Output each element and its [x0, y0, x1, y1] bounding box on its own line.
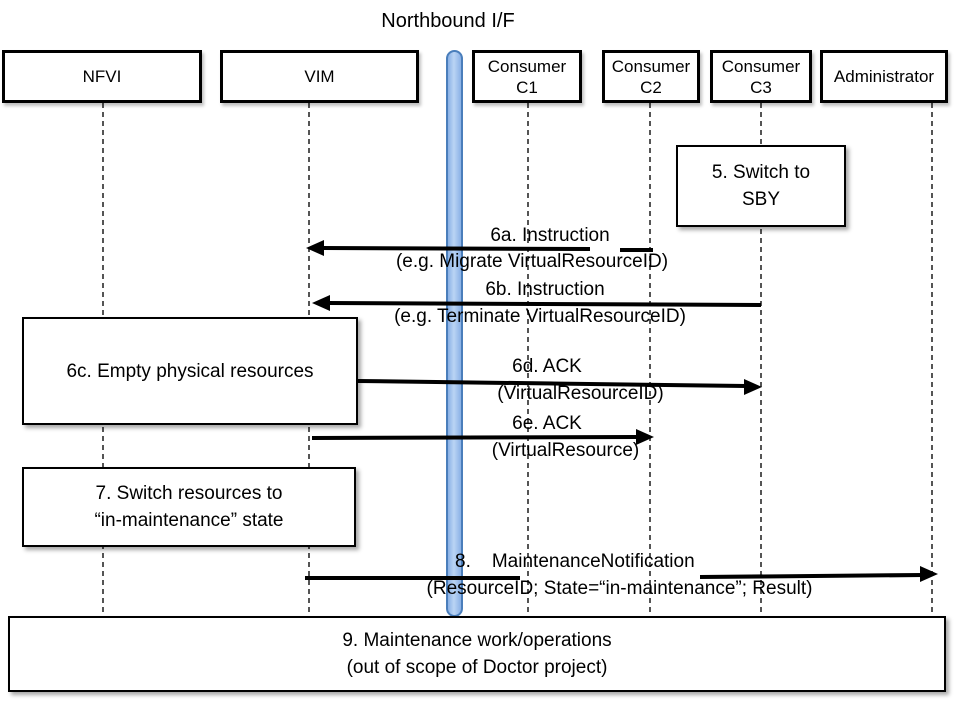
- actor-box-nfvi: NFVI: [2, 50, 202, 103]
- actor-label: NFVI: [82, 67, 122, 86]
- lifeline-administrator: [931, 103, 933, 616]
- note-6c-empty-physical-resources: 6c. Empty physical resources: [22, 317, 358, 425]
- actor-label: Consumer: [611, 56, 691, 76]
- note-9-maintenance-work: 9. Maintenance work/operations(out of sc…: [8, 616, 946, 692]
- label-6d-ack: 6d. ACK: [512, 356, 582, 377]
- arrow-6e-line: [311, 435, 641, 440]
- label-6e-params: (VirtualResource): [491, 440, 640, 461]
- arrow-6e-head: [636, 429, 654, 445]
- label-6a-instruction: 6a. Instruction: [490, 225, 610, 246]
- northbound-if-title: Northbound I/F: [381, 10, 515, 32]
- label-6a-params: (e.g. Migrate VirtualResourceID): [395, 251, 669, 272]
- label-6b-params: (e.g. Terminate VirtualResourceID): [394, 306, 686, 327]
- actor-label: Administrator: [833, 67, 935, 86]
- lifeline-consumer-c1: [527, 103, 529, 616]
- actor-box-vim: VIM: [220, 50, 419, 103]
- label-6d-params: (VirtualResourceID): [497, 383, 664, 404]
- lifeline-consumer-c3: [760, 103, 762, 616]
- arrow-6d-line: [357, 379, 747, 388]
- arrow-6d-head: [744, 379, 762, 395]
- arrow-6a-line: [321, 246, 591, 251]
- arrow-6b-head: [312, 295, 330, 311]
- label-6b-instruction: 6b. Instruction: [485, 279, 605, 300]
- arrow-8-head: [920, 566, 938, 582]
- actor-label: VIM: [304, 67, 335, 86]
- actor-label: Consumer: [487, 56, 567, 76]
- arrow-8-stub: [699, 573, 925, 579]
- actor-label: Consumer: [721, 56, 801, 76]
- label-6e-ack: 6e. ACK: [512, 413, 582, 434]
- note-7-switch-resources: 7. Switch resources to“in-maintenance” s…: [22, 467, 356, 547]
- label-8-params: (ResourceID; State=“in-maintenance”; Res…: [426, 578, 813, 599]
- label-8-maintenance-notification: 8.MaintenanceNotification: [455, 551, 695, 572]
- actor-box-administrator: Administrator: [820, 50, 948, 103]
- lifeline-consumer-c2: [649, 103, 651, 616]
- arrow-6a-head: [306, 240, 324, 256]
- arrow-6b-line: [327, 301, 762, 307]
